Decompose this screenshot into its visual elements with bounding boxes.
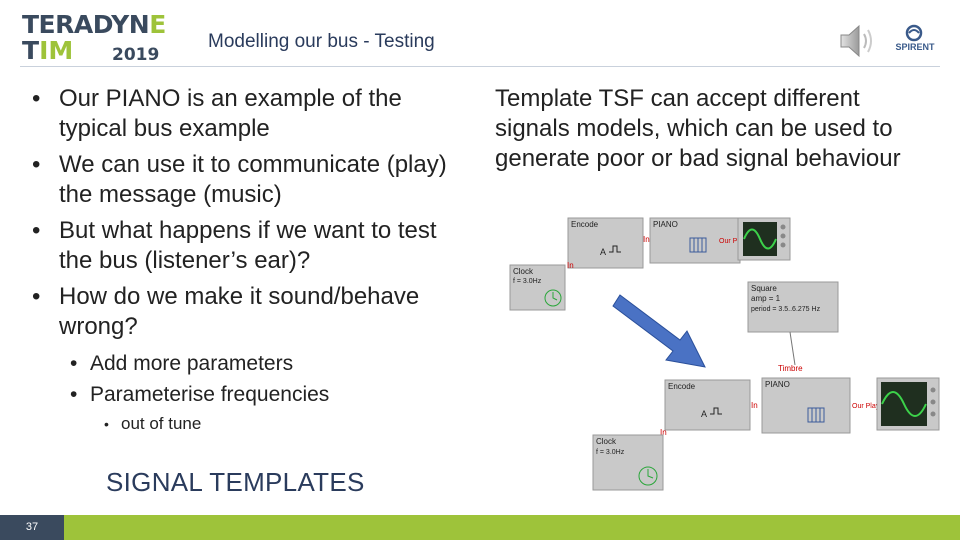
section-label: SIGNAL TEMPLATES xyxy=(106,467,365,497)
out-label-bottom: Our Plays xyxy=(852,403,883,410)
logo-year: 2019 xyxy=(112,45,160,65)
main-bullet-list: Our PIANO is an example of the typical b… xyxy=(32,84,462,348)
top-clock-block[interactable]: Clock f = 3.0Hz xyxy=(509,264,566,311)
header-divider xyxy=(20,66,940,67)
encode-symbol: A xyxy=(600,247,606,257)
transform-arrow xyxy=(612,294,706,368)
encode-symbol-bottom: A xyxy=(701,409,707,419)
out-label: Our Plays xyxy=(719,238,750,245)
top-encode-block[interactable]: Encode A xyxy=(567,217,644,269)
square-period: period = 3.5..6.275 Hz xyxy=(751,306,821,313)
bullet-item: We can use it to communicate (play) the … xyxy=(32,150,462,210)
in-label-2: In xyxy=(567,261,574,270)
slide-title: Modelling our bus - Testing xyxy=(208,31,435,52)
piano-label: PIANO xyxy=(653,220,678,229)
teradyne-logo: TERADYNE xyxy=(22,10,166,39)
in-label-bottom: In xyxy=(751,401,758,410)
sub-bullet-item: Parameterise frequencies xyxy=(70,381,470,409)
page-number: 37 xyxy=(0,515,64,540)
bullet-item: How do we make it sound/behave wrong? xyxy=(32,282,462,342)
square-block[interactable]: Square amp = 1 period = 3.5..6.275 Hz xyxy=(747,281,839,333)
timbre-label: Timbre xyxy=(778,364,803,373)
sub-sub-bullet-item: out of tune xyxy=(104,412,404,436)
sub-bullet-list: Add more parameters Parameterise frequen… xyxy=(70,350,470,412)
bullet-item: But what happens if we want to test the … xyxy=(32,216,462,276)
square-connector xyxy=(789,331,796,366)
right-description: Template TSF can accept different signal… xyxy=(495,85,901,172)
bottom-clock-block[interactable]: Clock f = 3.0Hz xyxy=(592,434,664,491)
in-label: In xyxy=(643,235,650,244)
square-amp: amp = 1 xyxy=(751,294,781,303)
sub-bullet-item: Add more parameters xyxy=(70,350,470,378)
footer-bar xyxy=(0,515,960,540)
bottom-piano-block[interactable]: PIANO xyxy=(761,377,851,434)
signal-diagram: Encode A In PIANO In Our Plays Clock f =… xyxy=(509,217,940,491)
speaker-icon[interactable] xyxy=(835,20,885,62)
piano-label-bottom: PIANO xyxy=(765,380,790,389)
encode-label-bottom: Encode xyxy=(668,382,696,391)
top-scope-block[interactable] xyxy=(737,217,791,261)
bullet-item: Our PIANO is an example of the typical b… xyxy=(32,84,462,144)
bottom-encode-block[interactable]: Encode A xyxy=(664,379,751,431)
tim-logo: TIM xyxy=(22,36,74,65)
sub-sub-bullet-list: out of tune xyxy=(104,412,404,436)
partner-logo-text: SPIRENT xyxy=(895,42,935,52)
spirent-logo xyxy=(905,24,923,42)
square-title: Square xyxy=(751,284,777,293)
bottom-scope-block[interactable] xyxy=(876,377,940,431)
encode-label: Encode xyxy=(571,220,599,229)
clock-freq-bottom: f = 3.0Hz xyxy=(596,449,625,456)
clock-label: Clock xyxy=(513,267,534,276)
clock-freq: f = 3.0Hz xyxy=(513,278,542,285)
in-label-bottom-2: In xyxy=(660,428,667,437)
clock-label-bottom: Clock xyxy=(596,437,617,446)
